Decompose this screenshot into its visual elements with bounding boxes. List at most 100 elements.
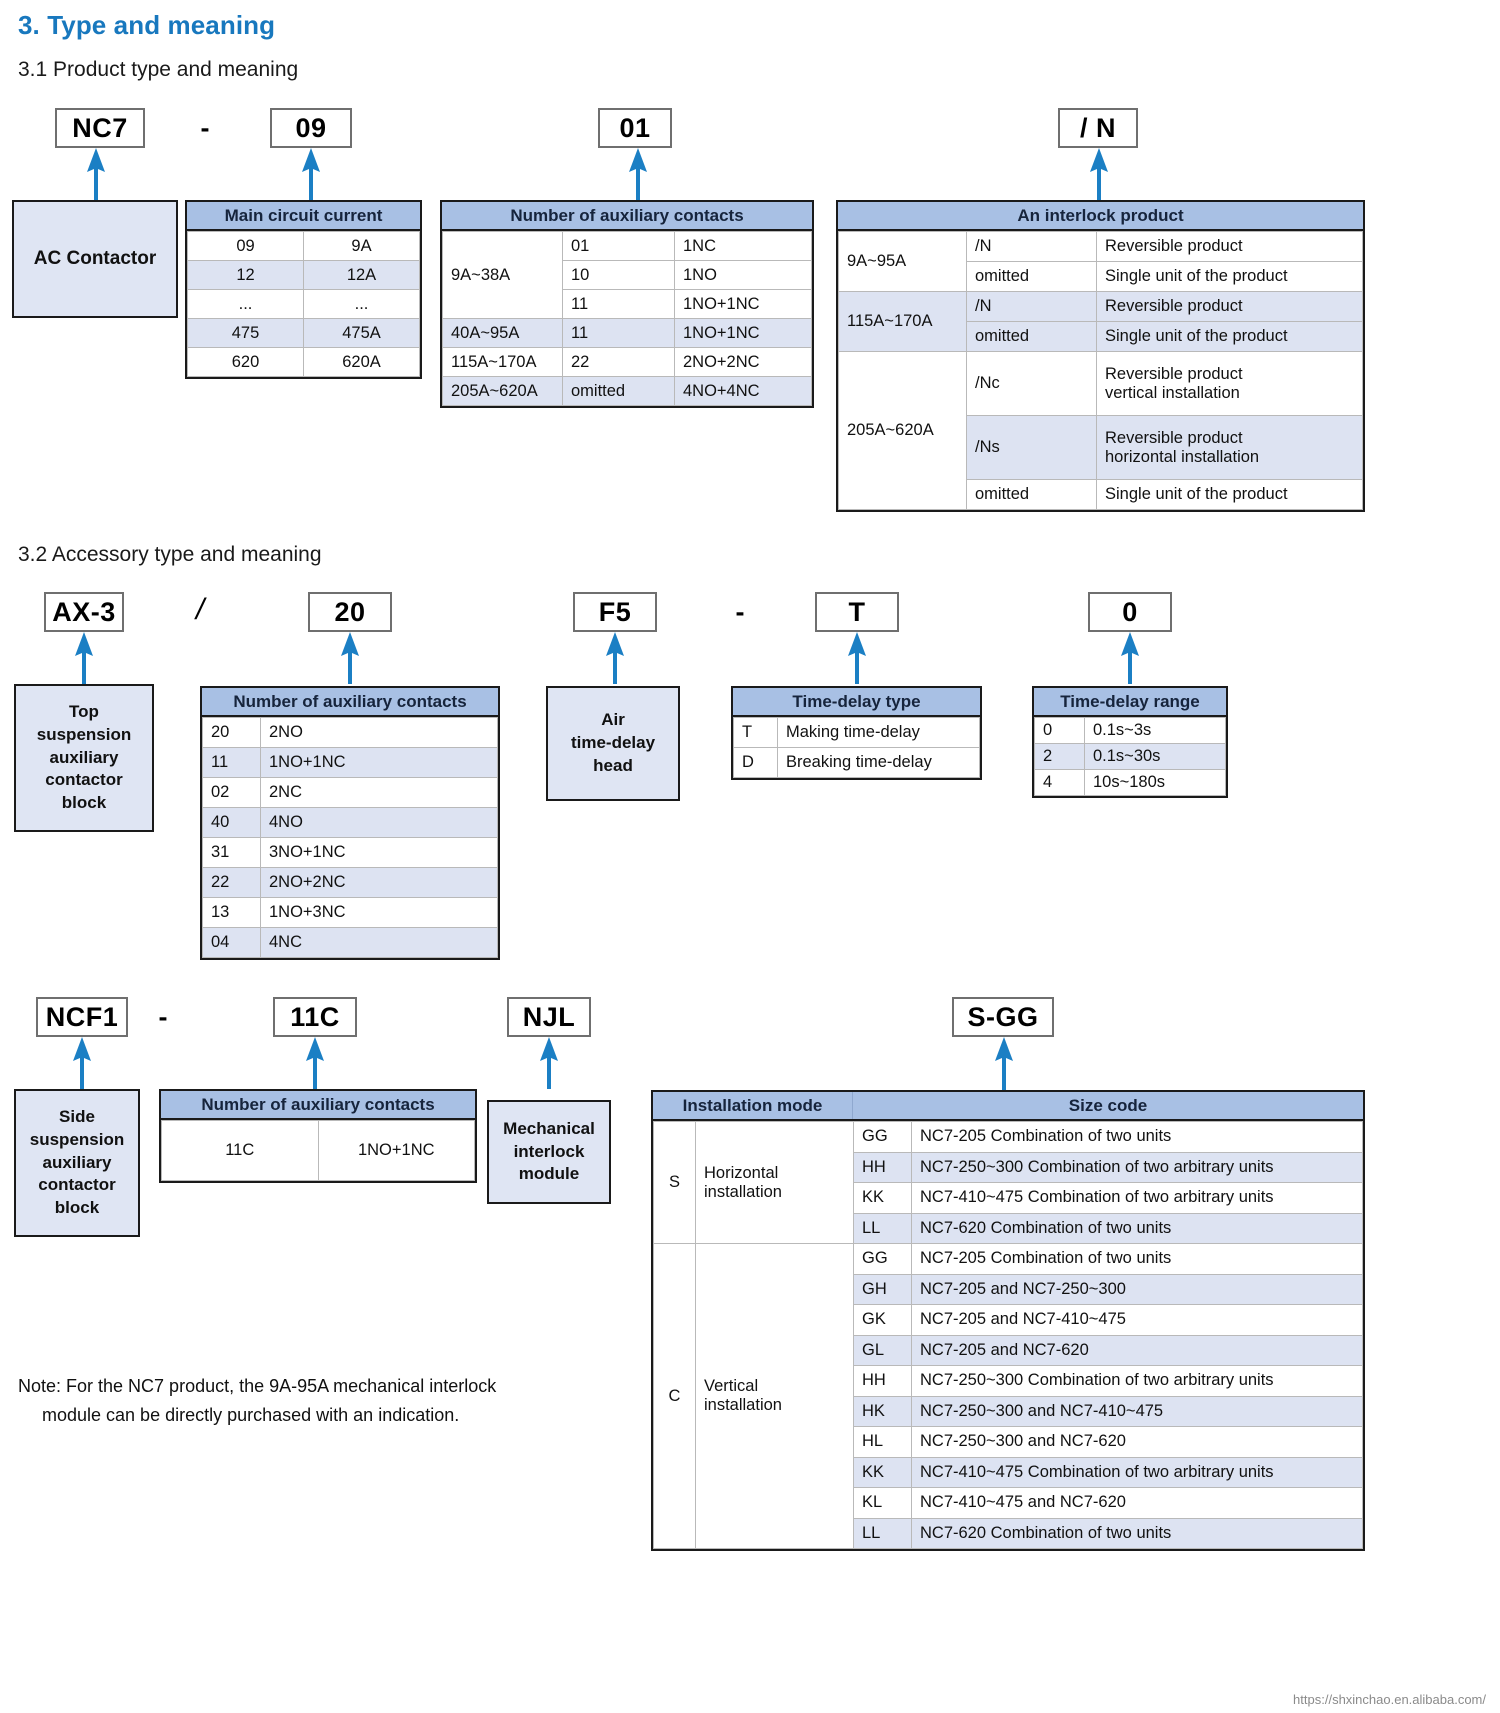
code-separator-dash-3: - bbox=[158, 1001, 168, 1032]
arrow-up-icon bbox=[72, 1037, 92, 1089]
arrow-up-icon bbox=[305, 1037, 325, 1089]
arrow-up-icon bbox=[847, 632, 867, 684]
code-box-t: T bbox=[815, 592, 899, 632]
subsection-3-1-title: 3.1 Product type and meaning bbox=[18, 58, 299, 81]
note-text: Note: For the NC7 product, the 9A-95A me… bbox=[18, 1372, 578, 1430]
installation-mode-header-row: Installation mode Size code bbox=[653, 1092, 1363, 1121]
code-box-09: 09 bbox=[270, 108, 352, 148]
code-separator-dash-2: - bbox=[735, 596, 745, 627]
size-code-header: Size code bbox=[1068, 1095, 1148, 1115]
table-row: ...... bbox=[187, 289, 420, 319]
footer-url: https://shxinchao.en.alibaba.com/ bbox=[1293, 1692, 1486, 1707]
main-circuit-current-header: Main circuit current bbox=[187, 202, 420, 231]
arrow-up-icon bbox=[301, 148, 321, 200]
code-separator-dash: - bbox=[200, 112, 210, 143]
arrow-up-icon bbox=[86, 148, 106, 200]
code-box-20: 20 bbox=[308, 592, 392, 632]
code-box-01: 01 bbox=[598, 108, 672, 148]
aux-contacts-ncf1-header: Number of auxiliary contacts bbox=[161, 1091, 475, 1120]
code-box-ncf1: NCF1 bbox=[36, 997, 128, 1037]
aux-contacts-ax3-header: Number of auxiliary contacts bbox=[202, 688, 498, 717]
code-box-f5: F5 bbox=[573, 592, 657, 632]
arrow-up-icon bbox=[1120, 632, 1140, 684]
ac-contactor-label: AC Contactor bbox=[33, 248, 157, 270]
code-box-0: 0 bbox=[1088, 592, 1172, 632]
subsection-3-2-title: 3.2 Accessory type and meaning bbox=[18, 543, 322, 566]
code-box-11c: 11C bbox=[273, 997, 357, 1037]
code-box-slash-n: / N bbox=[1058, 108, 1138, 148]
arrow-up-icon bbox=[1089, 148, 1109, 200]
interlock-product-header: An interlock product bbox=[838, 202, 1363, 231]
time-delay-range-header: Time-delay range bbox=[1034, 688, 1226, 717]
note-line-1: Note: For the NC7 product, the 9A-95A me… bbox=[18, 1376, 497, 1396]
aux-contacts-main-header: Number of auxiliary contacts bbox=[442, 202, 812, 231]
arrow-up-icon bbox=[74, 632, 94, 684]
ac-contactor-box: AC Contactor bbox=[12, 200, 178, 318]
arrow-up-icon bbox=[994, 1037, 1014, 1091]
code-box-s-gg: S-GG bbox=[952, 997, 1054, 1037]
note-line-2: module can be directly purchased with an… bbox=[42, 1404, 460, 1425]
arrow-up-icon bbox=[539, 1037, 559, 1089]
installation-mode-header: Installation mode bbox=[653, 1092, 853, 1119]
page-title: 3. Type and meaning bbox=[18, 10, 276, 40]
code-separator-slash: / bbox=[195, 593, 205, 626]
